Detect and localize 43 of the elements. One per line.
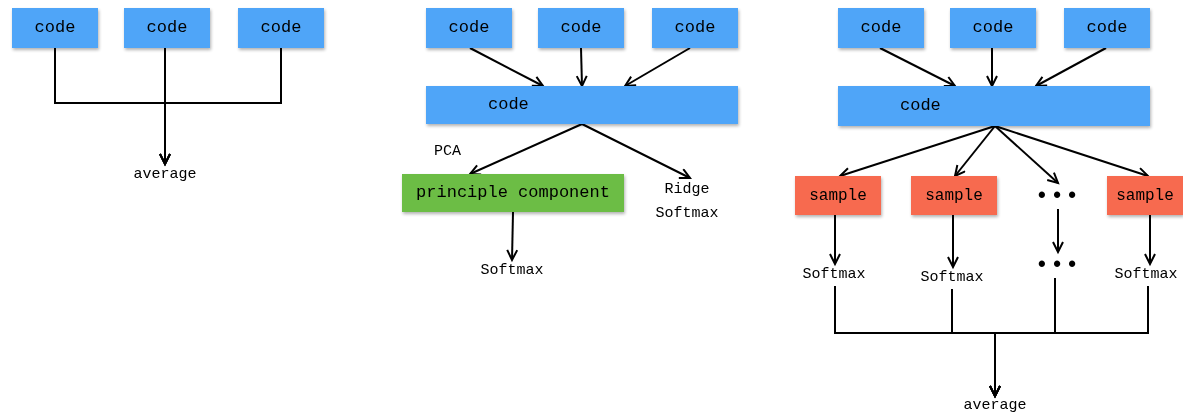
arrow	[839, 125, 996, 179]
output-label: Ridge Softmax	[652, 178, 722, 226]
arrow	[506, 211, 519, 261]
process-box: code	[238, 8, 324, 48]
process-box: code	[426, 86, 738, 124]
process-box: code	[538, 8, 624, 48]
process-box: sample	[1107, 176, 1183, 215]
output-label: Softmax	[914, 267, 990, 289]
output-label: Softmax	[796, 264, 872, 286]
process-box: code	[12, 8, 98, 48]
process-box: sample	[911, 176, 997, 215]
output-label: Softmax	[474, 260, 550, 282]
ellipsis-dots: •••	[1036, 252, 1080, 278]
arrow	[159, 47, 282, 165]
arrow	[624, 47, 691, 87]
arrow	[986, 47, 998, 87]
arrow	[469, 123, 583, 176]
process-box: code	[124, 8, 210, 48]
process-box: sample	[795, 176, 881, 215]
process-box: code	[838, 86, 1150, 126]
arrow	[1035, 47, 1107, 87]
output-label: average	[128, 164, 202, 186]
output-label: average	[958, 396, 1032, 416]
arrow	[581, 123, 691, 179]
arrow	[879, 47, 956, 87]
process-box: code	[950, 8, 1036, 48]
arrow	[994, 125, 1059, 184]
arrow	[947, 214, 959, 268]
arrow	[1144, 214, 1156, 265]
process-box: code	[838, 8, 924, 48]
ellipsis-dots: •••	[1036, 183, 1080, 209]
arrow	[469, 47, 544, 87]
arrow	[994, 125, 1149, 179]
arrow	[575, 47, 588, 87]
arrow	[954, 125, 996, 177]
arrow	[829, 214, 841, 265]
output-label: Softmax	[1110, 264, 1182, 286]
arrow	[989, 285, 1149, 397]
process-box: code	[652, 8, 738, 48]
process-box: code	[1064, 8, 1150, 48]
process-box: code	[426, 8, 512, 48]
arrow	[1052, 208, 1064, 253]
process-box: principle component	[402, 174, 624, 212]
